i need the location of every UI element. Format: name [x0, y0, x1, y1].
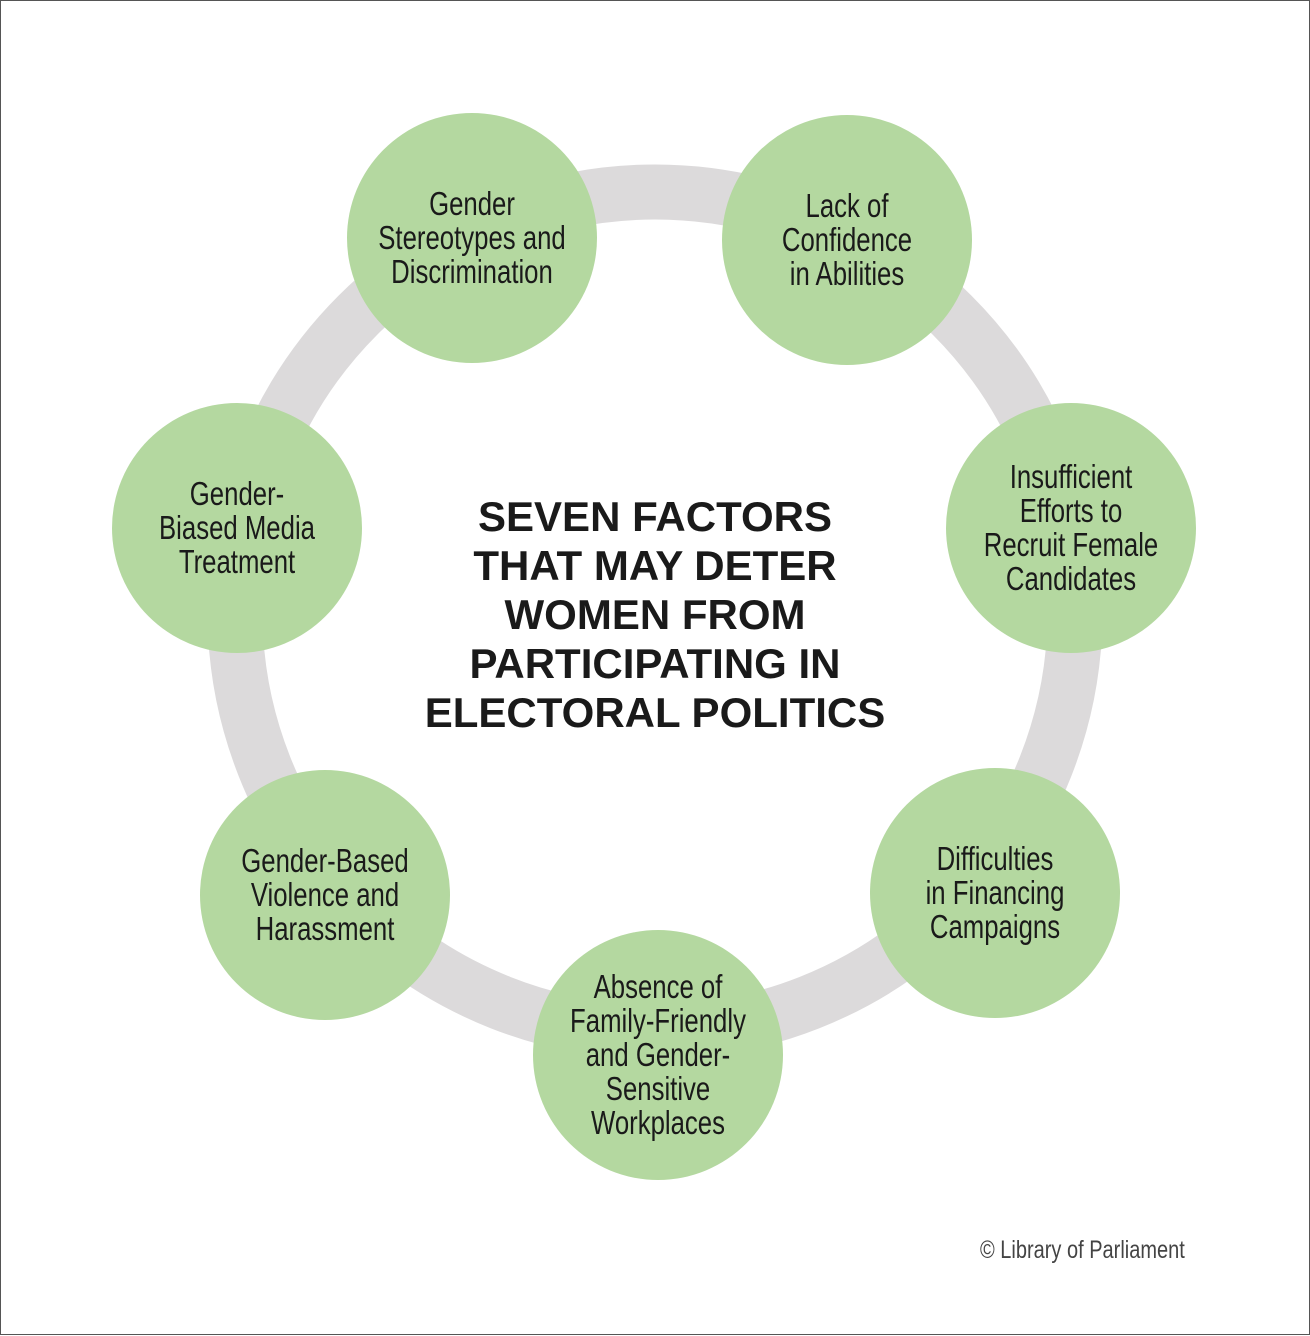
factor-label: Gender Stereotypes and Discrimination: [378, 185, 566, 290]
factor-lack-of-confidence: Lack of Confidence in Abilities: [722, 115, 972, 365]
credit: © Library of Parliament: [980, 1236, 1185, 1264]
factor-media: Gender- Biased Media Treatment: [112, 403, 362, 653]
factor-label: Absence of Family-Friendly and Gender- S…: [570, 968, 746, 1141]
factor-financing: Difficulties in Financing Campaigns: [870, 768, 1120, 1018]
factor-recruitment: Insufficient Efforts to Recruit Female C…: [946, 403, 1196, 653]
factor-label: Difficulties in Financing Campaigns: [925, 840, 1065, 945]
factor-label: Gender-Based Violence and Harassment: [241, 842, 409, 947]
factor-label: Lack of Confidence in Abilities: [781, 187, 913, 292]
factor-gender-stereotypes: Gender Stereotypes and Discrimination: [347, 113, 597, 363]
factor-violence: Gender-Based Violence and Harassment: [200, 770, 450, 1020]
diagram-title: SEVEN FACTORS THAT MAY DETER WOMEN FROM …: [424, 493, 886, 736]
factor-label: Gender- Biased Media Treatment: [159, 475, 315, 580]
factor-label: Insufficient Efforts to Recruit Female C…: [983, 458, 1159, 597]
factor-workplaces: Absence of Family-Friendly and Gender- S…: [533, 930, 783, 1180]
